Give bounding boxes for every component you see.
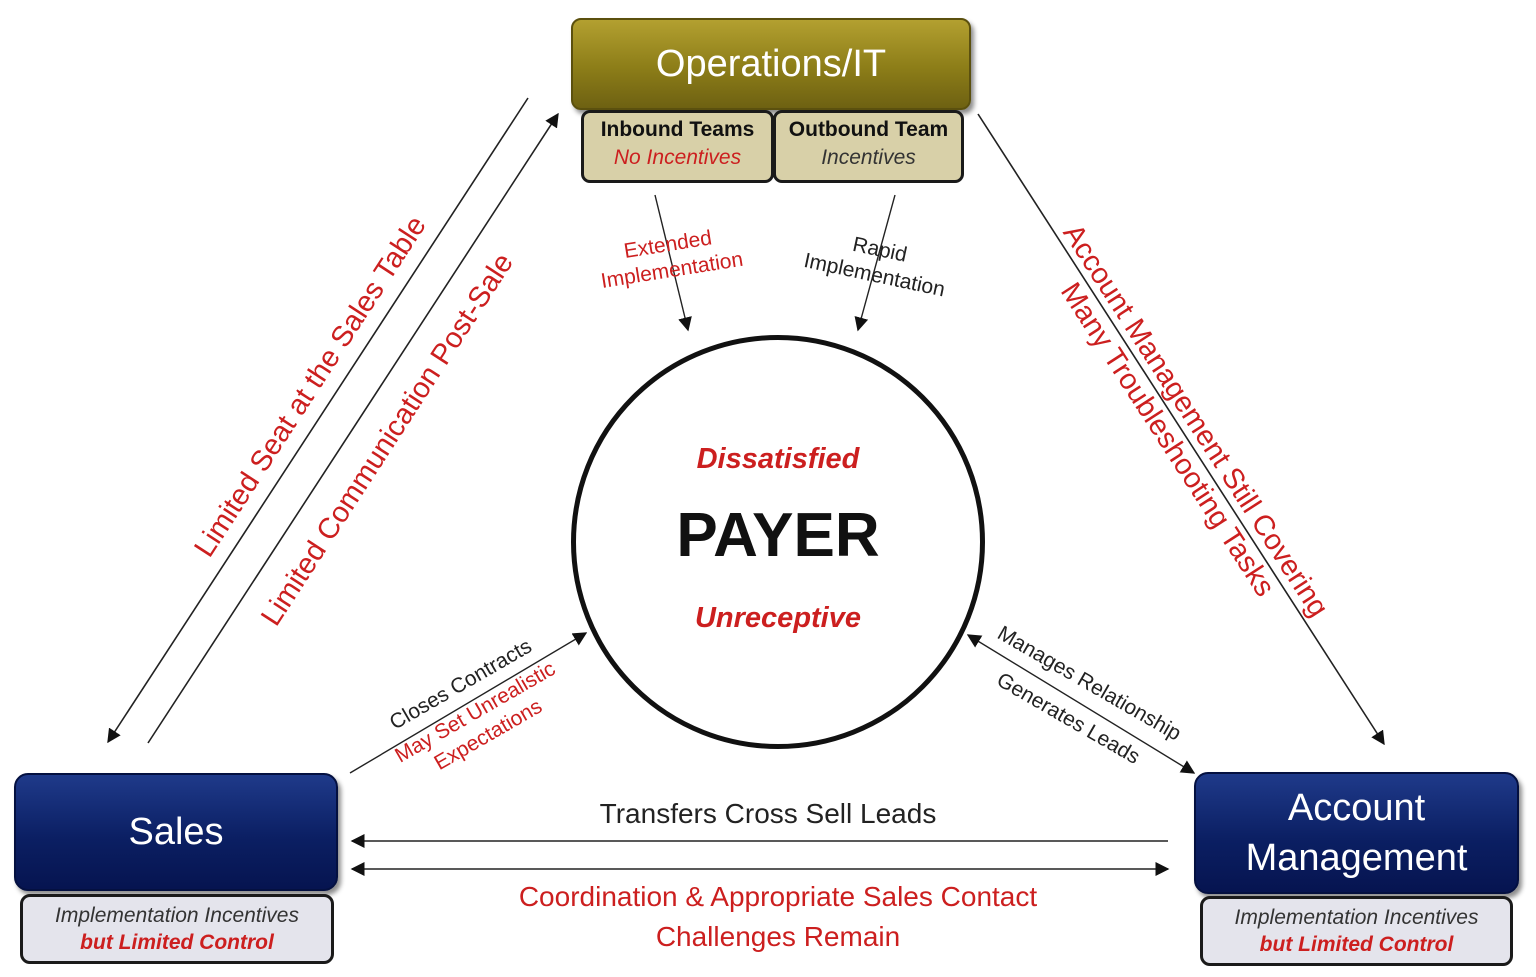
account-management-title-line2: Management (1245, 837, 1468, 879)
arrow-sales-to-ops (147, 112, 559, 744)
sales-box: Sales (14, 773, 338, 891)
operations-it-title: Operations/IT (655, 42, 887, 85)
arrow-sales-to-payer (349, 632, 588, 774)
inbound-teams-label: Inbound Teams (600, 118, 755, 141)
inbound-teams-box: Inbound Teams No Incentives (581, 110, 774, 183)
payer-circle: Dissatisfied PAYER Unreceptive (571, 335, 985, 749)
arrow-ops-to-sales (107, 97, 529, 744)
arrow-inbound-to-payer (654, 194, 692, 332)
outbound-team-note: Incentives (821, 146, 916, 169)
payer-unreceptive-label: Unreceptive (694, 602, 861, 634)
sales-title: Sales (128, 810, 224, 853)
coordination-line2: Challenges Remain (655, 921, 901, 952)
payer-title: PAYER (676, 501, 880, 570)
transfers-cross-sell-label: Transfers Cross Sell Leads (599, 798, 937, 829)
arrow-outbound-to-payer (854, 194, 896, 332)
coordination-line1: Coordination & Appropriate Sales Contact (518, 881, 1038, 912)
account-incentive-box: Implementation Incentives but Limited Co… (1200, 896, 1513, 966)
sales-incentive-line1: Implementation Incentives (55, 904, 299, 927)
account-incentive-line2: but Limited Control (1259, 933, 1454, 956)
operations-it-box: Operations/IT (571, 18, 971, 110)
account-incentive-line1: Implementation Incentives (1234, 906, 1479, 929)
account-management-title-line1: Account (1287, 787, 1426, 829)
coordination-label: Coordination & Appropriate Sales Contact… (519, 877, 1037, 957)
outbound-team-box: Outbound Team Incentives (773, 110, 964, 183)
arrow-payer-account (966, 634, 1196, 774)
inbound-teams-note: No Incentives (613, 146, 742, 169)
sales-incentive-line2: but Limited Control (80, 931, 274, 954)
outbound-team-label: Outbound Team (788, 118, 949, 141)
account-management-box: Account Management (1194, 772, 1519, 894)
payer-dissatisfied-label: Dissatisfied (696, 443, 860, 475)
sales-incentive-box: Implementation Incentives but Limited Co… (20, 894, 334, 964)
arrow-ops-to-account (977, 113, 1385, 746)
